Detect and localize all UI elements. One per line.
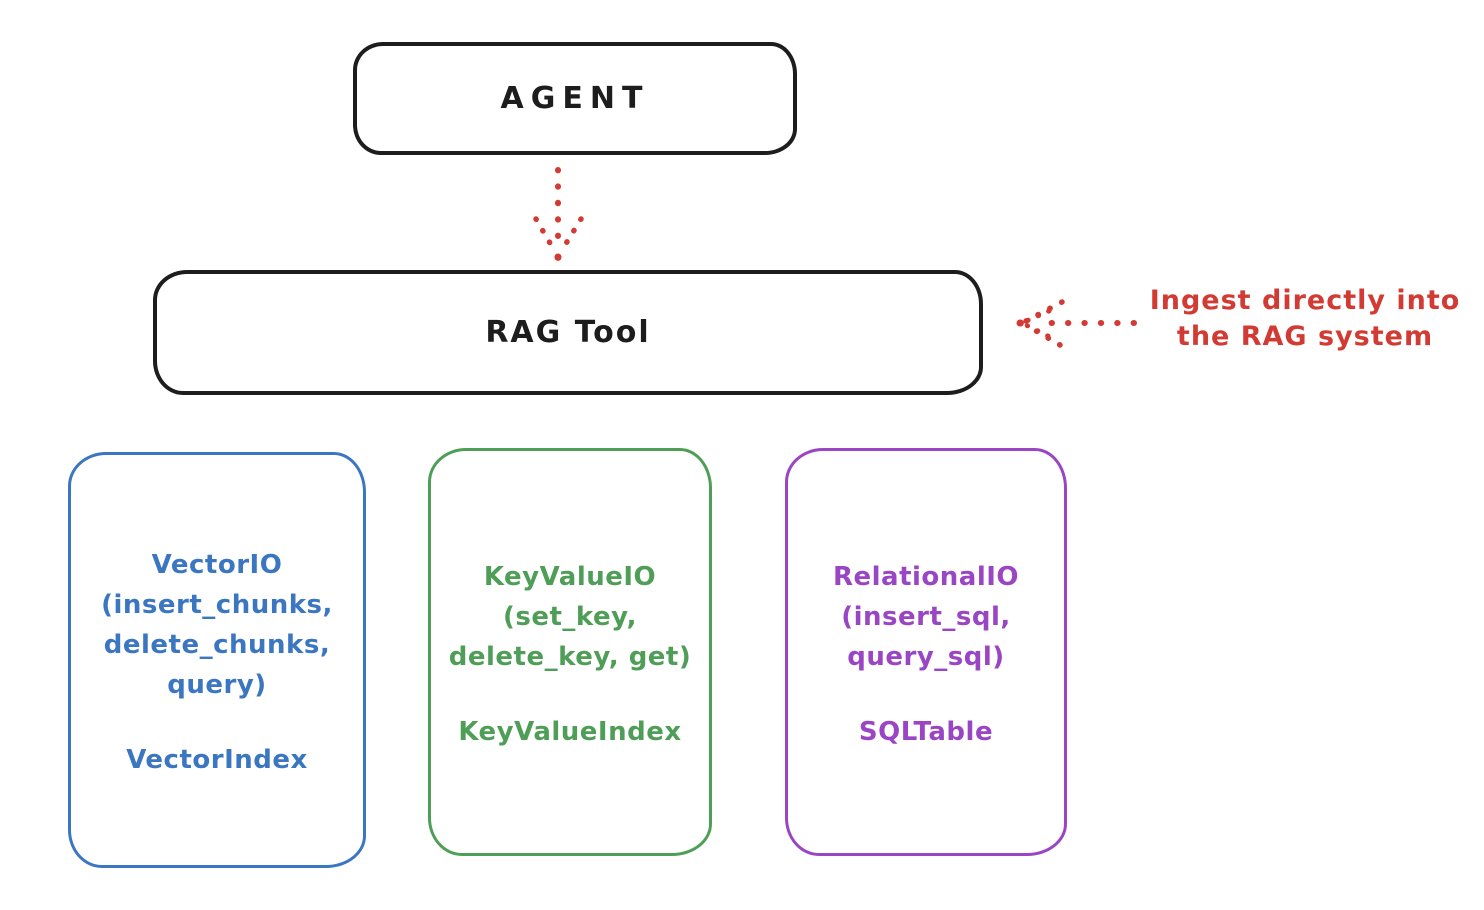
io-line: (set_key, — [503, 602, 637, 632]
io-line: delete_key, get) — [448, 642, 692, 672]
keyvalue-io-signature: KeyValueIO (set_key, delete_key, get) — [449, 557, 692, 677]
ingest-annotation: Ingest directly into the RAG system — [1138, 283, 1472, 355]
sql-table-label: SQLTable — [858, 717, 994, 747]
io-line: query_sql) — [847, 642, 1005, 672]
agent-to-rag-arrow — [533, 167, 584, 261]
io-line: RelationalIO — [832, 562, 1020, 592]
annotation-line: the RAG system — [1176, 321, 1434, 352]
rag-tool-box: RAG Tool — [153, 270, 983, 395]
annotation-line: Ingest directly into — [1149, 285, 1461, 316]
io-line: query) — [167, 670, 267, 700]
relational-io-box: RelationalIO (insert_sql, query_sql) SQL… — [785, 448, 1067, 856]
agent-box: AGENT — [353, 42, 797, 155]
vector-index-label: VectorIndex — [126, 745, 308, 775]
keyvalue-index-label: KeyValueIndex — [458, 717, 682, 747]
relational-io-signature: RelationalIO (insert_sql, query_sql) — [833, 557, 1019, 677]
rag-tool-label: RAG Tool — [485, 315, 651, 350]
io-line: (insert_sql, — [841, 602, 1011, 632]
keyvalue-io-box: KeyValueIO (set_key, delete_key, get) Ke… — [428, 448, 712, 856]
agent-label: AGENT — [500, 81, 650, 116]
io-line: (insert_chunks, — [101, 590, 333, 620]
ingest-annotation-arrow — [1016, 299, 1137, 348]
io-line: delete_chunks, — [103, 630, 331, 660]
vector-io-signature: VectorIO (insert_chunks, delete_chunks, … — [101, 545, 333, 705]
io-line: KeyValueIO — [483, 562, 657, 592]
vector-io-box: VectorIO (insert_chunks, delete_chunks, … — [68, 452, 366, 868]
io-line: VectorIO — [151, 550, 283, 580]
